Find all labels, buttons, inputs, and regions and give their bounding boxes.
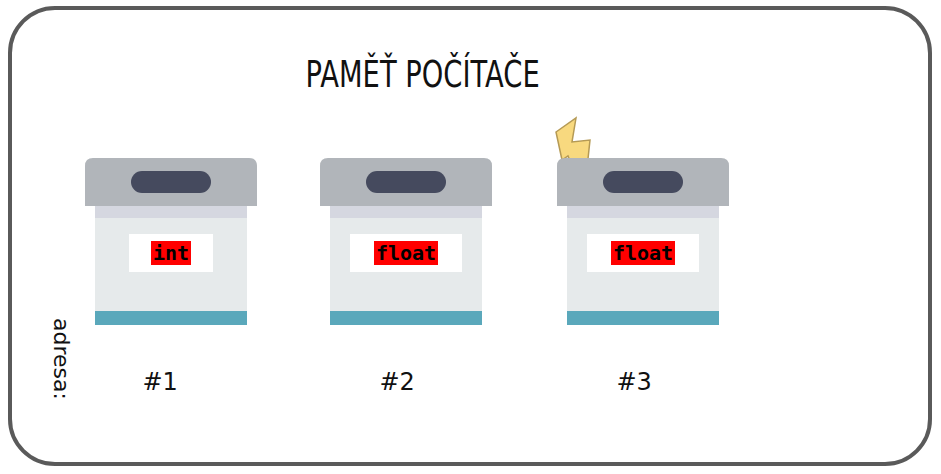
type-label: float [374,241,438,265]
box-body [330,218,482,313]
storage-box: float [320,158,492,326]
box-rim [567,204,719,220]
address-label: #1 [143,368,178,396]
diagram-title: PAMĚŤ POČÍTAČE [305,52,539,96]
box-rim [330,204,482,220]
label-sticker: float [587,234,699,272]
address-label: #3 [617,368,652,396]
type-label: float [611,241,675,265]
box-lid [320,158,492,206]
address-label: #2 [380,368,415,396]
box-handle [131,171,211,193]
frame [10,8,930,464]
label-sticker: float [350,234,462,272]
box-strip [567,311,719,325]
storage-box: int [85,158,257,326]
box-strip [330,311,482,325]
storage-box: float [557,158,729,326]
box-handle [366,171,446,193]
box-rim [95,204,247,220]
box-handle [603,171,683,193]
box-strip [95,311,247,325]
box-body [95,218,247,313]
axis-label: adresa: [49,318,74,400]
type-label: int [151,241,191,265]
box-lid [557,158,729,206]
label-sticker: int [129,234,213,272]
box-body [567,218,719,313]
box-lid [85,158,257,206]
